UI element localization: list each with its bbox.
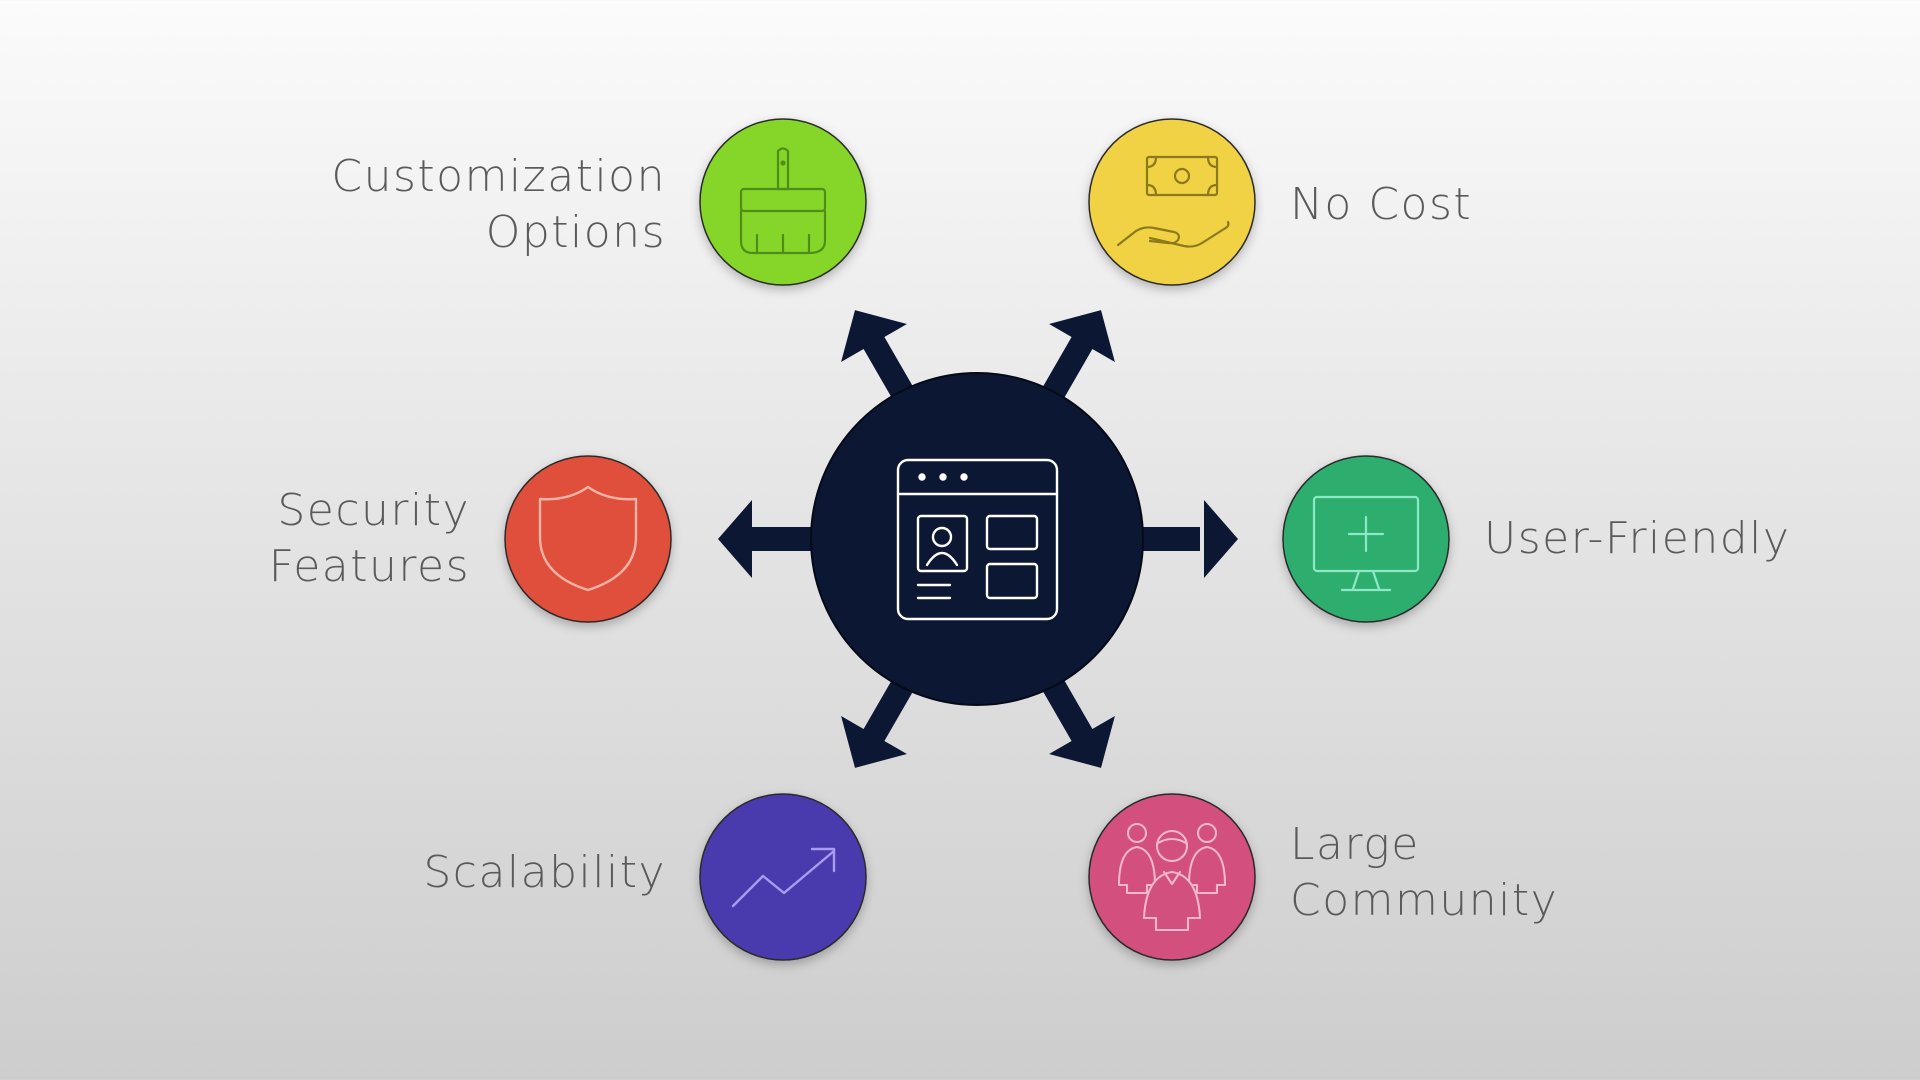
label-no-cost: No Cost [1290,177,1472,233]
label-customization: Customization Options [331,149,666,261]
label-user-friendly: User-Friendly [1484,511,1790,567]
label-scalability: Scalability [423,845,666,901]
feature-scalability [699,793,867,961]
label-line: Scalability [423,847,666,898]
arrow-right [1140,500,1238,578]
arrow-down-left [841,677,915,768]
arrow-up-left [841,310,915,401]
label-line: User-Friendly [1484,513,1791,564]
arrow-up-right [1041,310,1115,401]
trend-up-icon [731,847,836,908]
monitor-icon [1312,495,1420,592]
label-community: Large Community [1290,817,1558,929]
money-hand-icon [1116,155,1230,248]
label-line: Features [268,541,470,592]
label-line: Customization [331,151,666,202]
arrow-left [718,500,814,578]
label-security: Security Features [269,483,470,595]
label-line: Options [485,207,666,258]
arrows-group [718,310,1238,768]
website-layout-icon [896,458,1059,621]
hub-circle [810,372,1144,706]
feature-security [504,455,672,623]
label-line: Community [1290,875,1559,926]
label-line: No Cost [1290,179,1473,230]
paintbrush-icon [739,147,827,255]
feature-customization [699,118,867,286]
label-line: Security [277,485,470,536]
people-group-icon [1117,822,1227,932]
arrow-down-right [1041,677,1115,768]
feature-no-cost [1088,118,1256,286]
label-line: Large [1290,819,1420,870]
shield-icon [538,485,638,592]
